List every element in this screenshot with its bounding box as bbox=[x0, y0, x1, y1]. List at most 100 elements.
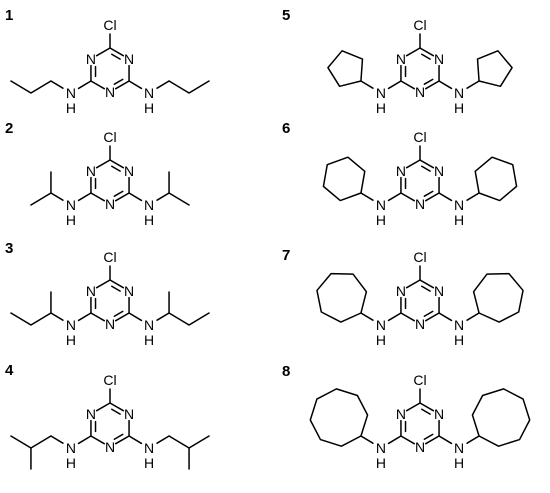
ring-bond bbox=[419, 279, 435, 289]
amine-hydrogen-atom: H bbox=[376, 212, 386, 228]
ring-double-bond bbox=[110, 408, 121, 415]
amine-nitrogen-atom: N bbox=[376, 440, 386, 456]
ring-bond bbox=[114, 435, 130, 445]
c-n-bond bbox=[438, 312, 453, 322]
ring-nitrogen-atom: N bbox=[86, 283, 96, 299]
amine-hydrogen-atom: H bbox=[454, 455, 464, 471]
amine-hydrogen-atom: H bbox=[376, 332, 386, 348]
amine-hydrogen-atom: H bbox=[376, 100, 386, 116]
cycloalkyl-ring bbox=[476, 50, 513, 88]
ring-bond bbox=[400, 192, 416, 202]
ring-bond bbox=[90, 80, 106, 90]
cycloalkyl-ring bbox=[316, 272, 368, 323]
cycloalkyl-ring bbox=[472, 272, 524, 323]
amine-hydrogen-atom: H bbox=[66, 332, 76, 348]
amine-nitrogen-atom: N bbox=[66, 197, 76, 213]
n-c-bond bbox=[156, 80, 170, 89]
n-c-bond bbox=[50, 435, 64, 444]
amine-hydrogen-atom: H bbox=[66, 100, 76, 116]
chlorine-atom: Cl bbox=[103, 17, 116, 33]
compound-label: 3 bbox=[5, 240, 13, 257]
ring-bond bbox=[419, 159, 435, 169]
n-c-bond bbox=[50, 192, 64, 201]
compound-label: 4 bbox=[5, 362, 14, 379]
ring-bond bbox=[109, 402, 125, 412]
ring-bond bbox=[109, 159, 125, 169]
ring-nitrogen-atom: N bbox=[434, 51, 444, 67]
c-n-bond bbox=[77, 435, 92, 445]
compound-label: 7 bbox=[282, 247, 290, 264]
ring-nitrogen-atom: N bbox=[415, 84, 425, 100]
n-c-bond bbox=[466, 312, 480, 321]
ring-double-bond bbox=[420, 408, 431, 415]
cycloalkyl-ring bbox=[471, 388, 531, 447]
amine-hydrogen-atom: H bbox=[144, 332, 154, 348]
ring-nitrogen-atom: N bbox=[396, 51, 406, 67]
n-c-bond bbox=[156, 435, 170, 444]
ring-bond bbox=[114, 312, 130, 322]
ring-bond bbox=[90, 312, 106, 322]
chlorine-atom: Cl bbox=[413, 129, 426, 145]
cycloalkyl-ring bbox=[322, 156, 366, 202]
ring-bond bbox=[424, 192, 440, 202]
n-c-bond bbox=[360, 192, 374, 201]
amine-hydrogen-atom: H bbox=[66, 455, 76, 471]
ring-nitrogen-atom: N bbox=[434, 406, 444, 422]
amine-nitrogen-atom: N bbox=[144, 197, 154, 213]
chain-bond bbox=[10, 435, 52, 449]
ring-bond bbox=[114, 192, 130, 202]
ring-nitrogen-atom: N bbox=[396, 406, 406, 422]
ring-bond bbox=[424, 80, 440, 90]
ring-bond bbox=[405, 279, 421, 289]
ring-nitrogen-atom: N bbox=[105, 439, 115, 455]
ring-bond bbox=[109, 47, 125, 57]
amine-nitrogen-atom: N bbox=[376, 317, 386, 333]
ring-bond bbox=[400, 435, 416, 445]
chain-bond bbox=[168, 192, 190, 206]
ring-bond bbox=[400, 312, 416, 322]
ring-nitrogen-atom: N bbox=[124, 406, 134, 422]
ring-bond bbox=[419, 47, 435, 57]
c-n-bond bbox=[387, 435, 402, 445]
c-n-bond bbox=[128, 192, 143, 202]
c-n-bond bbox=[438, 435, 453, 445]
ring-double-bond bbox=[113, 433, 124, 440]
amine-nitrogen-atom: N bbox=[454, 85, 464, 101]
amine-hydrogen-atom: H bbox=[144, 455, 154, 471]
ring-double-bond bbox=[420, 285, 431, 292]
c-n-bond bbox=[387, 192, 402, 202]
c-n-bond bbox=[128, 312, 143, 322]
c-n-bond bbox=[77, 312, 92, 322]
ring-bond bbox=[419, 402, 435, 412]
c-n-bond bbox=[438, 80, 453, 90]
ring-nitrogen-atom: N bbox=[86, 406, 96, 422]
amine-nitrogen-atom: N bbox=[144, 85, 154, 101]
ring-nitrogen-atom: N bbox=[105, 316, 115, 332]
amine-nitrogen-atom: N bbox=[454, 440, 464, 456]
n-c-bond bbox=[360, 312, 374, 321]
n-c-bond bbox=[50, 80, 64, 89]
ring-nitrogen-atom: N bbox=[124, 51, 134, 67]
ring-nitrogen-atom: N bbox=[105, 196, 115, 212]
amine-hydrogen-atom: H bbox=[376, 455, 386, 471]
c-n-bond bbox=[128, 435, 143, 445]
compound-label: 5 bbox=[282, 7, 290, 24]
amine-nitrogen-atom: N bbox=[66, 440, 76, 456]
ring-nitrogen-atom: N bbox=[415, 439, 425, 455]
amine-hydrogen-atom: H bbox=[454, 212, 464, 228]
ring-nitrogen-atom: N bbox=[415, 196, 425, 212]
chlorine-atom: Cl bbox=[413, 372, 426, 388]
ring-double-bond bbox=[113, 310, 124, 317]
n-c-bond bbox=[360, 435, 374, 444]
c-n-bond bbox=[77, 80, 92, 90]
n-c-bond bbox=[156, 192, 170, 201]
ring-bond bbox=[95, 47, 111, 57]
ring-double-bond bbox=[423, 78, 434, 85]
ring-bond bbox=[405, 47, 421, 57]
chlorine-atom: Cl bbox=[413, 17, 426, 33]
ring-nitrogen-atom: N bbox=[124, 163, 134, 179]
chlorine-atom: Cl bbox=[103, 372, 116, 388]
n-c-bond bbox=[156, 312, 170, 321]
